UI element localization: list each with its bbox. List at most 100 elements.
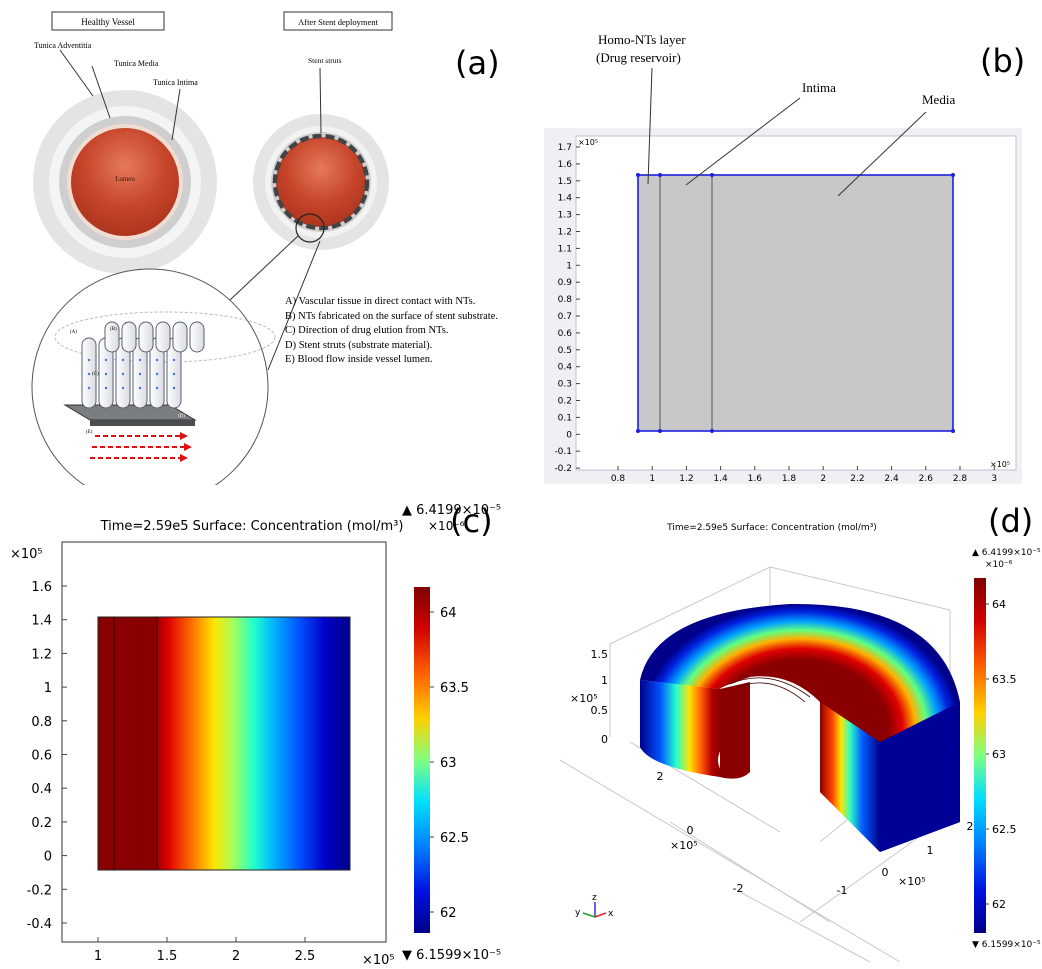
colorbar-tick-label-c: 63 — [440, 756, 457, 771]
y-tick-label-c: 0.2 — [31, 816, 52, 831]
zoom-marker — [295, 213, 325, 243]
y-tick-label: 1.7 — [558, 143, 572, 153]
y-tick-label-c: 1.6 — [31, 580, 52, 595]
y-tick-label: 1.1 — [558, 244, 572, 254]
x-tick-label: 1.6 — [748, 474, 763, 484]
drug-reservoir-label: (Drug reservoir) — [596, 50, 681, 65]
stented-vessel — [253, 114, 389, 250]
y-tick-label-c: 1 — [44, 681, 52, 696]
legend-item-b: B) NTs fabricated on the surface of sten… — [285, 310, 498, 322]
y-tick-label-d: 0 — [882, 866, 889, 879]
x-tick-label: 1.4 — [713, 474, 728, 484]
z-tick-label: 1 — [601, 674, 608, 687]
z-axis-ticks: 1.510.50 — [591, 648, 609, 746]
x-tick-label: 2 — [820, 474, 826, 484]
x-exponent: ×10⁵ — [990, 460, 1010, 469]
nt-legend: A) Vascular tissue in direct contact wit… — [285, 295, 555, 368]
media-label: Media — [922, 92, 955, 107]
y-tick-label: 1.4 — [558, 194, 573, 204]
legend-item-c: C) Direction of drug elution from NTs. — [285, 325, 449, 336]
y-tick-label: 0.7 — [558, 312, 572, 322]
y-tick-label-c: 0.6 — [31, 749, 52, 764]
y-tick-label-c: 1.4 — [31, 614, 52, 629]
nanotube-inset: (A) (B) (C) (D) (E) — [31, 268, 276, 506]
panel-a-label: (a) — [455, 44, 500, 82]
y-tick-label: 0.9 — [558, 278, 573, 288]
y-tick-label: 0 — [566, 430, 572, 440]
x-tick-label-c: 1.5 — [157, 949, 178, 964]
panel-d-title: Time=2.59e5 Surface: Concentration (mol/… — [666, 523, 877, 533]
y-tick-label: -0.1 — [554, 447, 572, 457]
y-tick-label: -0.2 — [554, 464, 572, 474]
min-label-c: ▼ 6.1599×10⁻⁵ — [402, 948, 501, 963]
colorbar-tick-label-c: 62.5 — [440, 831, 469, 846]
max-label-d: ▲ 6.4199×10⁻⁵ — [972, 548, 1041, 558]
x-tick-label-d: 2 — [657, 770, 664, 783]
legend-item-a: A) Vascular tissue in direct contact wit… — [285, 296, 476, 307]
axis-triad: z y x — [575, 893, 614, 919]
y-tick-label: 0.4 — [558, 363, 573, 373]
y-tick-label-c: 0.8 — [31, 715, 52, 730]
tunica-adventitia-label: Tunica Adventitia — [34, 41, 92, 50]
x-tick-label: 2.8 — [953, 474, 968, 484]
inset-label-a: (A) — [70, 330, 77, 335]
panel-c: Time=2.59e5 Surface: Concentration (mol/… — [0, 492, 520, 968]
y-axis-ticks-c: 1.61.41.210.80.60.40.20-0.2-0.4 — [27, 580, 67, 932]
panel-a: Healthy Vessel After Stent deployment Lu… — [0, 0, 520, 506]
y-tick-label-c: 0 — [44, 850, 52, 865]
x-tick-label-c: 2.5 — [295, 949, 316, 964]
x-tick-label: 1.8 — [782, 474, 797, 484]
colorbar-tick-label-d: 63.5 — [992, 673, 1017, 686]
x-tick-label: 0.8 — [611, 474, 626, 484]
stent-struts — [272, 133, 370, 231]
x-exponent-d: ×10⁵ — [670, 839, 698, 852]
x-tick-label: 2.2 — [850, 474, 864, 484]
x-tick-label-c: 1 — [94, 949, 102, 964]
panel-a-diagram: Healthy Vessel After Stent deployment Lu… — [31, 11, 393, 506]
media-domain — [637, 174, 954, 432]
z-tick-label: 0 — [601, 733, 608, 746]
y-tick-label: 1.6 — [558, 160, 573, 170]
colorbar-c — [414, 587, 430, 933]
y-exponent: ×10⁵ — [578, 138, 598, 147]
y-tick-label: 0.6 — [558, 329, 573, 339]
x-tick-label: 2.6 — [919, 474, 934, 484]
y-exponent-d: ×10⁵ — [898, 875, 926, 888]
stent-struts-label: Stent struts — [308, 56, 342, 65]
axis-x-letter: x — [608, 909, 614, 919]
x-exponent-c: ×10⁵ — [362, 953, 395, 965]
panel-c-title: Time=2.59e5 Surface: Concentration (mol/… — [100, 519, 404, 534]
x-axis-ticks-d: 20-2 — [657, 770, 744, 895]
y-tick-label: 0.8 — [558, 295, 573, 305]
x-tick-label: 2.4 — [884, 474, 899, 484]
panel-c-label: (c) — [450, 502, 493, 540]
colorbar-tick-label-c: 62 — [440, 906, 457, 921]
y-tick-label: 1.2 — [558, 228, 572, 238]
inset-label-c: (C) — [92, 372, 99, 377]
healthy-vessel-box — [51, 11, 165, 31]
panel-c-plot: Time=2.59e5 Surface: Concentration (mol/… — [10, 503, 501, 968]
homo-nts-label: Homo-NTs layer — [598, 32, 686, 47]
tunica-media-label: Tunica Media — [114, 59, 159, 68]
colorbar-tick-label-d: 63 — [992, 748, 1006, 761]
y-tick-label-c: 0.4 — [31, 782, 52, 797]
x-tick-label: 3 — [991, 474, 997, 484]
x-tick-label-d: 0 — [687, 824, 694, 837]
panel-b-plot: 1.71.61.51.41.31.21.110.90.80.70.60.50.4… — [544, 32, 1022, 484]
x-tick-label-c: 2 — [232, 949, 240, 964]
colorbar-tick-label-c: 63.5 — [440, 681, 469, 696]
panel-b-label: (b) — [980, 42, 1026, 80]
lumen — [71, 128, 179, 236]
colorbar-tick-label-c: 64 — [440, 606, 457, 621]
concentration-surface — [97, 616, 351, 871]
colorbar-ticks-c: 64 63.5 63 62.5 62 — [430, 606, 469, 921]
min-label-d: ▼ 6.1599×10⁻⁵ — [972, 940, 1041, 950]
axis-y-letter: y — [575, 908, 581, 918]
x-tick-label: 1.2 — [679, 474, 693, 484]
stent-deployment-title: After Stent deployment — [298, 17, 378, 27]
colorbar-exponent-d: ×10⁻⁶ — [985, 560, 1013, 570]
colorbar-tick-label-d: 64 — [992, 598, 1006, 611]
panel-d: Time=2.59e5 Surface: Concentration (mol/… — [520, 492, 1042, 965]
